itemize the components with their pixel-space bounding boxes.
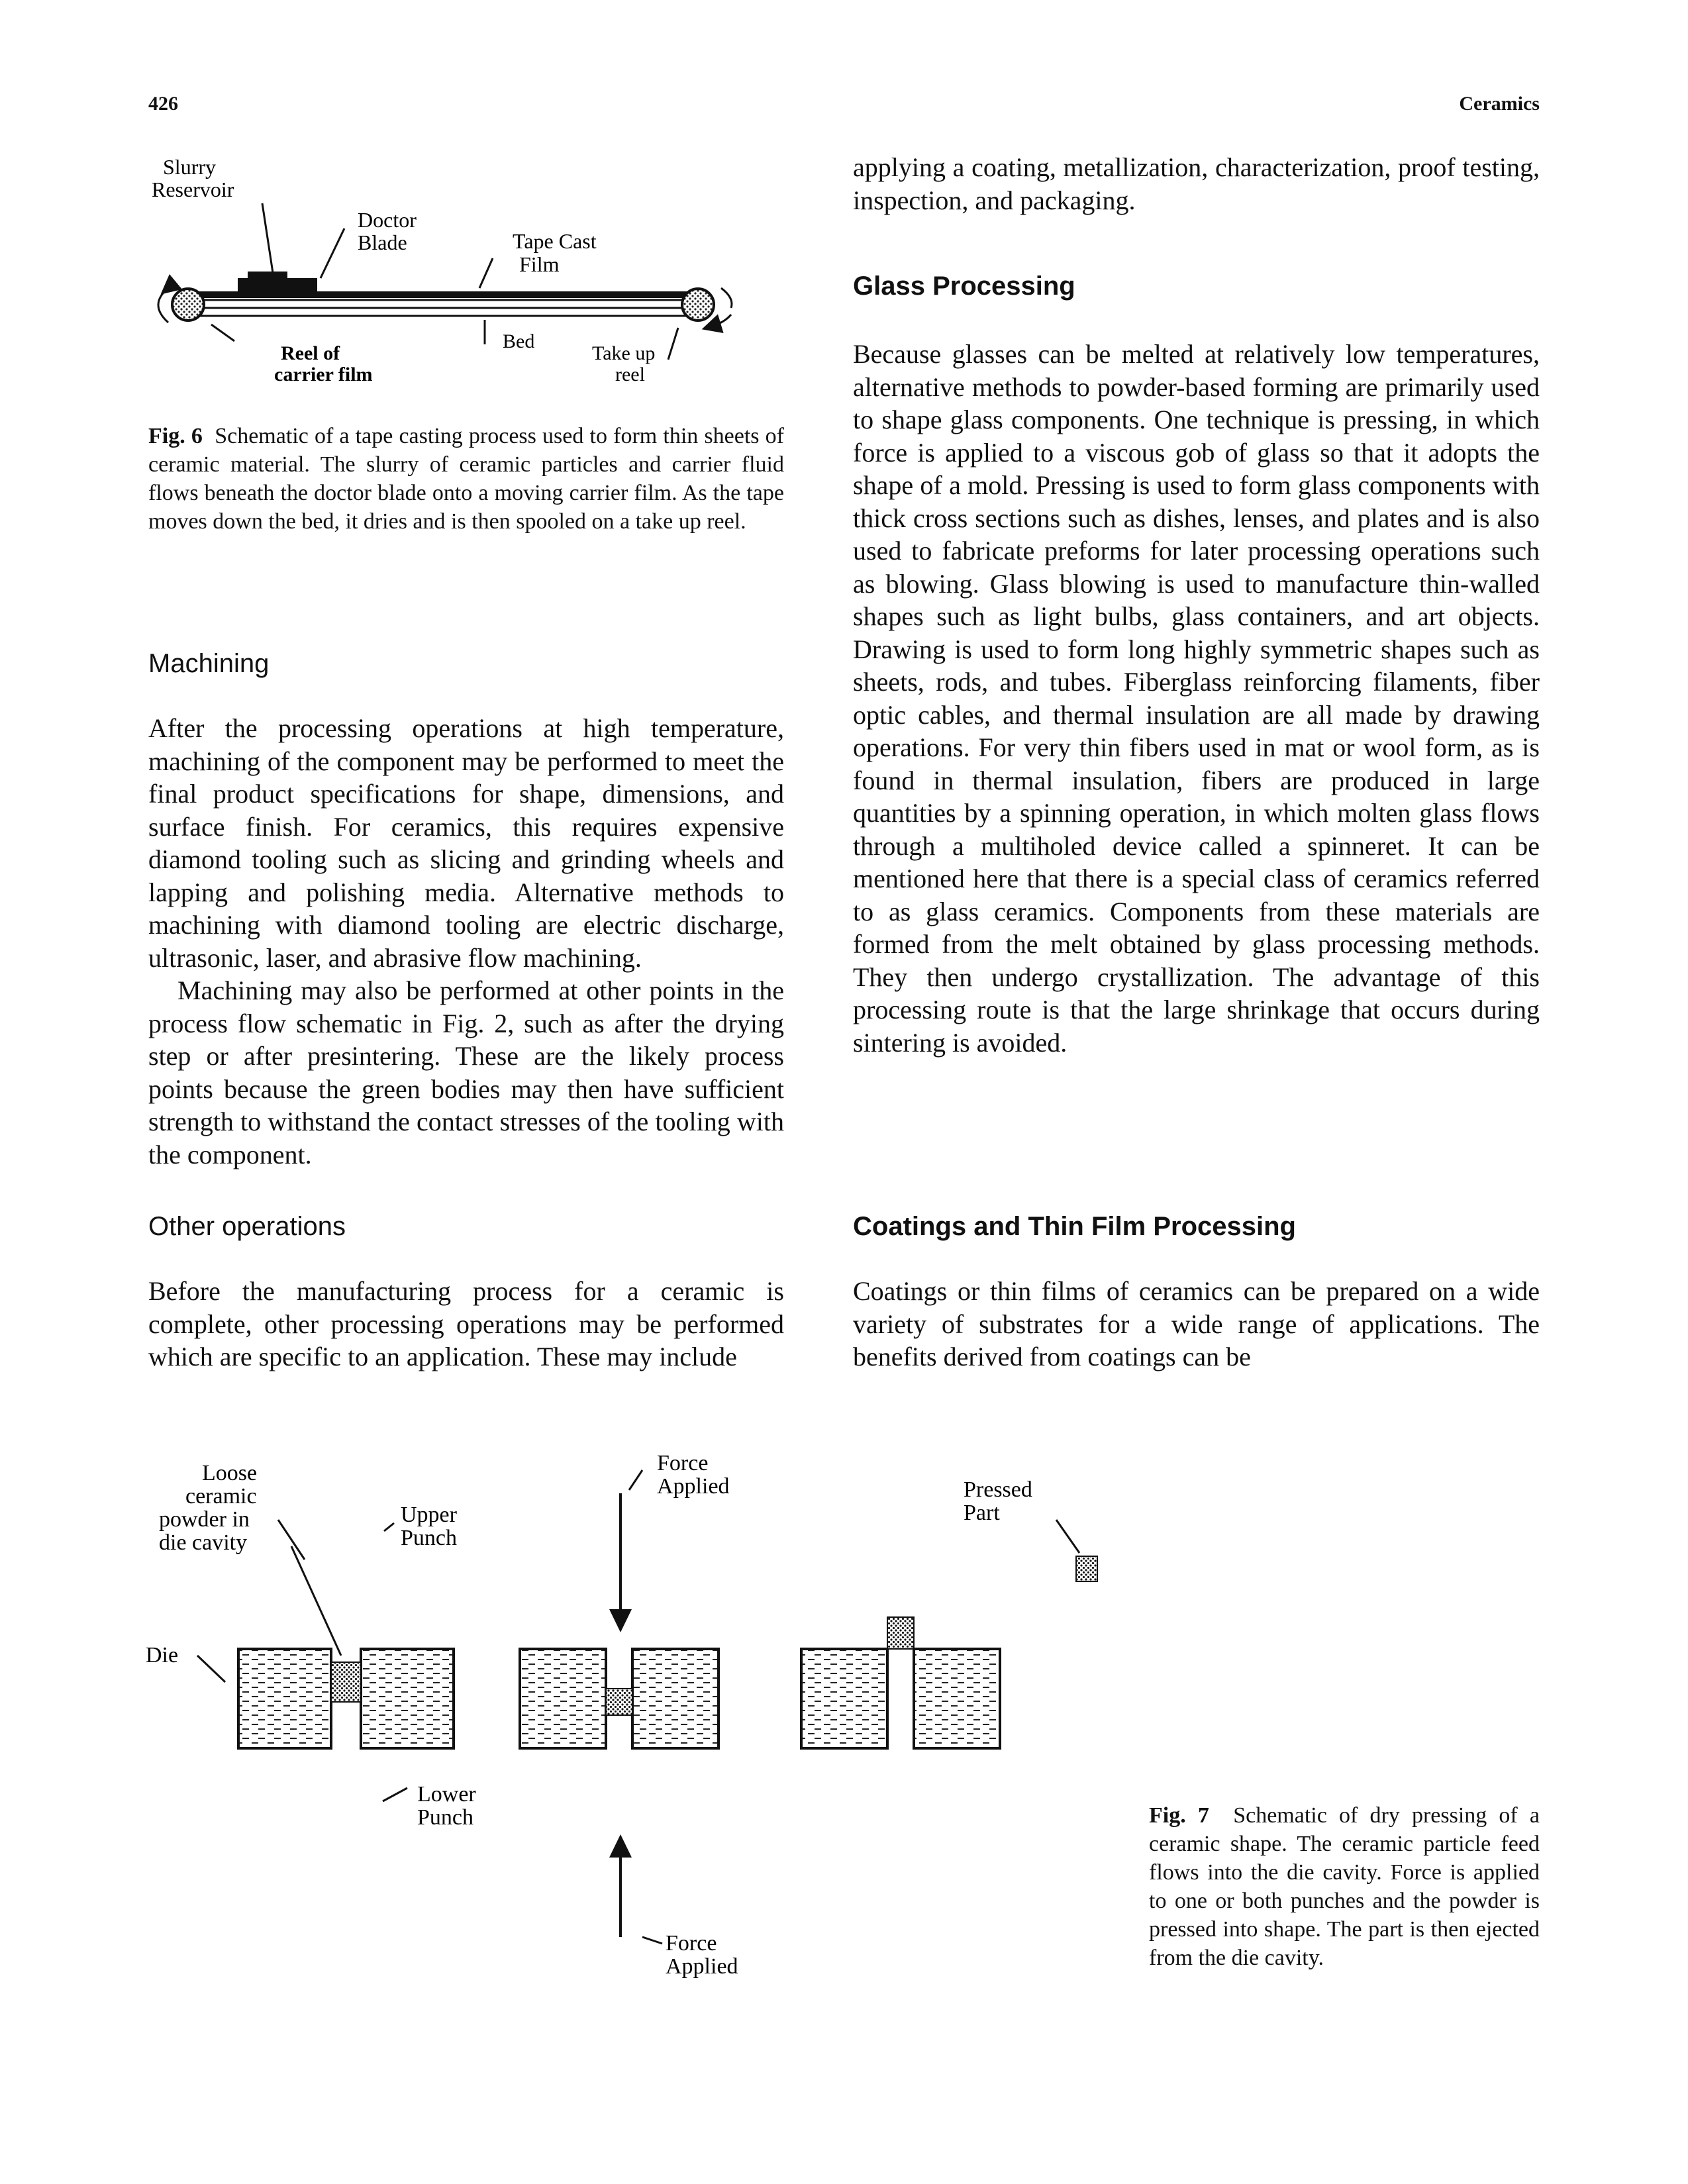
leader-die: [196, 1654, 226, 1683]
leader-reel-carrier: [211, 323, 235, 342]
leader-loose-powder-2: [290, 1546, 342, 1656]
loose-powder-cavity: [330, 1662, 362, 1703]
leader-take-up-reel: [667, 327, 679, 360]
label-reel-carrier-2: carrier film: [274, 364, 373, 385]
label-force-top-2: Applied: [657, 1474, 730, 1499]
die-left-stage-1: [237, 1648, 332, 1750]
rotation-arrow-left: [157, 273, 183, 324]
section-heading-glass-processing: Glass Processing: [853, 272, 1075, 301]
continuation-paragraph: applying a coating, metallization, chara…: [853, 152, 1540, 215]
leader-slurry-reservoir: [261, 203, 275, 282]
leader-lower-punch: [382, 1787, 408, 1803]
die-right-stage-2: [631, 1648, 720, 1750]
running-title: Ceramics: [1459, 93, 1540, 115]
pressed-part-icon: [1075, 1556, 1098, 1582]
label-doctor-blade-1: Doctor: [358, 208, 417, 232]
bed: [197, 299, 689, 309]
label-loose-powder-3: powder in: [159, 1507, 250, 1532]
slurry-reservoir-block: [238, 278, 317, 293]
leader-doctor-blade: [319, 228, 346, 279]
label-force-bottom-2: Applied: [666, 1954, 738, 1979]
label-tape-cast-film-1: Tape Cast: [513, 229, 597, 253]
reel-of-carrier-film: [171, 287, 205, 322]
rotation-arrow-right-top: [720, 287, 733, 309]
leader-tape-cast-film: [478, 258, 494, 289]
label-pressed-part-2: Part: [964, 1501, 1000, 1525]
ejected-part: [887, 1616, 915, 1650]
label-bed: Bed: [503, 330, 534, 352]
label-doctor-blade-2: Blade: [358, 230, 407, 254]
figure-7-dry-pressing-diagram: Loose ceramic powder in die cavity Upper…: [146, 1451, 1098, 1979]
section-heading-other-operations: Other operations: [148, 1212, 346, 1241]
figure-7-caption: Fig. 7 Schematic of dry pressing of a ce…: [1149, 1801, 1540, 1972]
machining-body: After the processing operations at high …: [148, 712, 784, 1171]
coatings-paragraph-1: Coatings or thin films of ceramics can b…: [853, 1276, 1540, 1371]
label-tape-cast-film-2: Film: [519, 252, 560, 276]
label-loose-powder-1: Loose: [202, 1461, 257, 1485]
leader-upper-punch: [383, 1522, 395, 1532]
section-heading-machining: Machining: [148, 649, 270, 678]
label-take-up-reel-1: Take up: [592, 342, 655, 364]
leader-loose-powder-1: [277, 1519, 306, 1560]
page-number: 426: [148, 93, 178, 115]
force-arrow-top-head: [609, 1609, 632, 1632]
label-loose-powder-4: die cavity: [159, 1530, 247, 1555]
label-force-top-1: Force: [657, 1451, 708, 1475]
label-force-bottom-1: Force: [666, 1931, 717, 1956]
label-pressed-part-1: Pressed: [964, 1477, 1032, 1502]
die-right-stage-3: [913, 1648, 1001, 1750]
figure-6-label: Fig. 6: [148, 424, 203, 448]
label-upper-punch-1: Upper: [401, 1503, 458, 1527]
die-right-stage-1: [360, 1648, 455, 1750]
machining-paragraph-2: Machining may also be performed at other…: [148, 975, 784, 1169]
leader-force-top: [628, 1469, 644, 1491]
label-lower-punch-1: Lower: [417, 1782, 476, 1807]
label-die: Die: [146, 1643, 178, 1667]
label-upper-punch-2: Punch: [401, 1526, 457, 1550]
coatings-body: Coatings or thin films of ceramics can b…: [853, 1275, 1540, 1373]
coating-continuation: applying a coating, metallization, chara…: [853, 151, 1540, 217]
other-operations-body: Before the manufacturing process for a c…: [148, 1275, 784, 1373]
machining-paragraph-1: After the processing operations at high …: [148, 713, 784, 973]
die-left-stage-3: [800, 1648, 889, 1750]
figure-7-caption-text: Schematic of dry pressing of a ceramic s…: [1149, 1803, 1540, 1970]
die-left-stage-2: [519, 1648, 607, 1750]
rotation-arrow-right-bottom: [701, 314, 732, 334]
label-reel-carrier-1: Reel of: [281, 342, 340, 364]
label-take-up-reel-2: reel: [615, 364, 645, 385]
label-slurry-reservoir-2: Reservoir: [152, 177, 234, 201]
section-heading-coatings: Coatings and Thin Film Processing: [853, 1212, 1296, 1241]
label-slurry-reservoir-1: Slurry: [163, 155, 216, 179]
figure-6-tape-casting-diagram: Slurry Reservoir Doctor Blade Tape Cast …: [152, 155, 733, 385]
label-lower-punch-2: Punch: [417, 1805, 473, 1830]
take-up-reel: [681, 287, 715, 322]
figure-7-label: Fig. 7: [1149, 1803, 1209, 1828]
tape-cast-film: [198, 291, 688, 298]
label-loose-powder-2: ceramic: [185, 1484, 257, 1509]
slurry-mound: [248, 272, 287, 281]
figure-6-caption: Fig. 6 Schematic of a tape casting proce…: [148, 422, 784, 536]
leader-pressed-part: [1055, 1519, 1081, 1554]
glass-processing-body: Because glasses can be melted at relativ…: [853, 338, 1540, 1059]
leader-force-bottom: [642, 1936, 663, 1945]
figure-6-caption-text: Schematic of a tape casting process used…: [148, 424, 784, 534]
glass-processing-paragraph-1: Because glasses can be melted at relativ…: [853, 339, 1540, 1058]
pressed-compact: [605, 1688, 633, 1716]
force-arrow-bottom-head: [609, 1834, 632, 1858]
other-operations-paragraph-1: Before the manufacturing process for a c…: [148, 1276, 784, 1371]
